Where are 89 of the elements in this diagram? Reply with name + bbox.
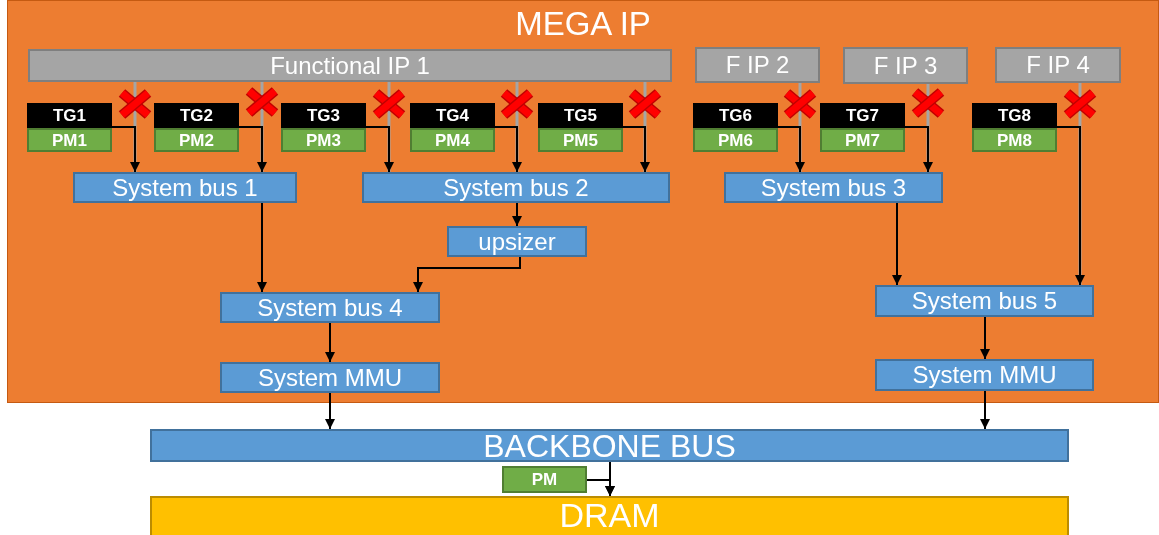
node-label: PM8 xyxy=(997,131,1032,149)
node-label: TG1 xyxy=(52,107,87,124)
bus-box xyxy=(73,172,297,203)
arrow xyxy=(980,390,990,430)
node-label: System bus 4 xyxy=(257,295,403,320)
generator-box xyxy=(972,103,1057,128)
node-label: TG2 xyxy=(179,107,214,124)
generator-box xyxy=(27,103,112,128)
monitor-box xyxy=(27,128,112,152)
generator-box xyxy=(538,103,623,128)
arrow xyxy=(1056,126,1085,286)
node-label: System bus 2 xyxy=(443,175,589,200)
arrow xyxy=(413,256,521,293)
arrow xyxy=(365,126,394,173)
arrow xyxy=(586,479,615,497)
arrow xyxy=(325,392,335,430)
node-label: PM2 xyxy=(179,131,214,149)
monitor-box xyxy=(693,128,778,152)
monitor-box xyxy=(820,128,905,152)
node-label: TG8 xyxy=(997,107,1032,124)
arrow xyxy=(512,202,522,227)
bus-box xyxy=(875,285,1094,317)
node-label: PM3 xyxy=(306,131,341,149)
node-label: TG7 xyxy=(845,107,880,124)
arrow xyxy=(494,126,522,173)
bus-box xyxy=(875,359,1094,391)
bus-box xyxy=(220,362,440,393)
node-label: PM7 xyxy=(845,131,880,149)
connector-line xyxy=(133,82,137,172)
bus-box xyxy=(724,172,943,203)
generator-box xyxy=(281,103,366,128)
ip-block xyxy=(843,47,968,84)
node-label: TG6 xyxy=(718,107,753,124)
bus-box xyxy=(362,172,670,203)
node-label: System bus 5 xyxy=(911,289,1058,313)
container-box xyxy=(7,0,1159,403)
node-label: TG5 xyxy=(563,107,598,124)
node-label: upsizer xyxy=(478,229,556,254)
arrow xyxy=(238,126,267,173)
arrow xyxy=(777,126,805,173)
node-label: System MMU xyxy=(912,363,1057,387)
node-label: PM5 xyxy=(563,131,598,149)
node-label: PM6 xyxy=(718,131,753,149)
ip-block xyxy=(28,49,672,82)
node-label: TG4 xyxy=(435,107,470,124)
bus-box xyxy=(150,429,1069,462)
node-label: F IP 3 xyxy=(873,53,938,78)
arrow xyxy=(111,126,140,173)
monitor-box xyxy=(538,128,623,152)
generator-box xyxy=(154,103,239,128)
node-label: DRAM xyxy=(559,498,660,532)
ip-block xyxy=(995,47,1121,83)
monitor-box xyxy=(972,128,1057,152)
connector-line xyxy=(515,82,519,172)
arrow xyxy=(904,126,933,173)
node-label: System bus 3 xyxy=(760,175,907,200)
connector-line xyxy=(926,84,930,172)
bus-box xyxy=(220,292,440,323)
monitor-box xyxy=(154,128,239,152)
connector-line xyxy=(798,83,802,172)
node-label: MEGA IP xyxy=(515,7,651,40)
node-label: System bus 1 xyxy=(112,175,258,200)
node-label: PM4 xyxy=(435,131,470,149)
node-label: PM xyxy=(531,471,558,488)
generator-box xyxy=(693,103,778,128)
monitor-box xyxy=(281,128,366,152)
connector-line xyxy=(1078,83,1082,285)
connector-line xyxy=(387,82,391,172)
node-label: PM1 xyxy=(52,131,87,149)
arrow xyxy=(892,202,902,286)
connector-line xyxy=(260,82,264,172)
node-label: System MMU xyxy=(258,365,402,390)
node-label: F IP 4 xyxy=(1026,53,1090,77)
generator-box xyxy=(410,103,495,128)
memory-box xyxy=(150,496,1069,535)
node-label: TG3 xyxy=(306,107,341,124)
arrow xyxy=(980,316,990,360)
node-label: Functional IP 1 xyxy=(270,53,430,78)
node-label: F IP 2 xyxy=(725,53,790,77)
connector-line xyxy=(643,82,647,172)
node-label: BACKBONE BUS xyxy=(483,429,736,462)
arrow xyxy=(325,322,335,363)
generator-box xyxy=(820,103,905,128)
monitor-box xyxy=(502,466,587,493)
arrow xyxy=(257,202,267,293)
arrow xyxy=(622,126,650,173)
bus-box xyxy=(447,226,587,257)
ip-block xyxy=(695,47,820,83)
monitor-box xyxy=(410,128,495,152)
